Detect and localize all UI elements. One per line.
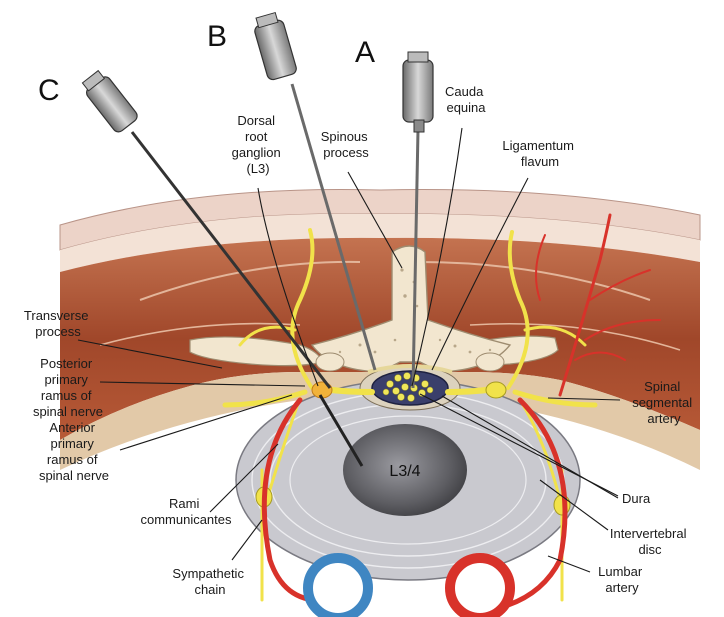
label-ligamentum-flavum: Ligamentum flavum (502, 138, 577, 169)
needle-c-label: C (38, 74, 60, 107)
label-dorsal-root-ganglion: Dorsal root ganglion (L3) (232, 113, 285, 176)
disc-level-label: L3/4 (389, 463, 420, 480)
label-rami-communicantes: Rami communicantes (140, 496, 232, 527)
aorta (450, 558, 510, 617)
label-spinous-process: Spinous process (321, 129, 372, 160)
label-lumbar-artery: Lumbar artery (598, 564, 646, 595)
needle-a-label: A (355, 36, 375, 69)
facet-joint-left (316, 353, 344, 371)
inferior-vena-cava (308, 558, 368, 617)
spinal-canal (360, 366, 460, 410)
facet-joint-right (476, 353, 504, 371)
label-dura: Dura (622, 491, 651, 506)
label-anterior-primary-ramus: Anterior primary ramus of spinal nerve (39, 420, 109, 483)
label-intervertebral-disc: Intervertebral disc (610, 526, 690, 557)
dorsal-root-ganglion-right (486, 382, 506, 398)
label-sympathetic-chain: Sympathetic chain (172, 566, 247, 597)
label-posterior-primary-ramus: Posterior primary ramus of spinal nerve (33, 356, 103, 419)
label-cauda-equina: Cauda equina (445, 84, 487, 115)
leader-sympathetic-chain (232, 520, 262, 560)
needle-b-label: B (207, 20, 227, 53)
